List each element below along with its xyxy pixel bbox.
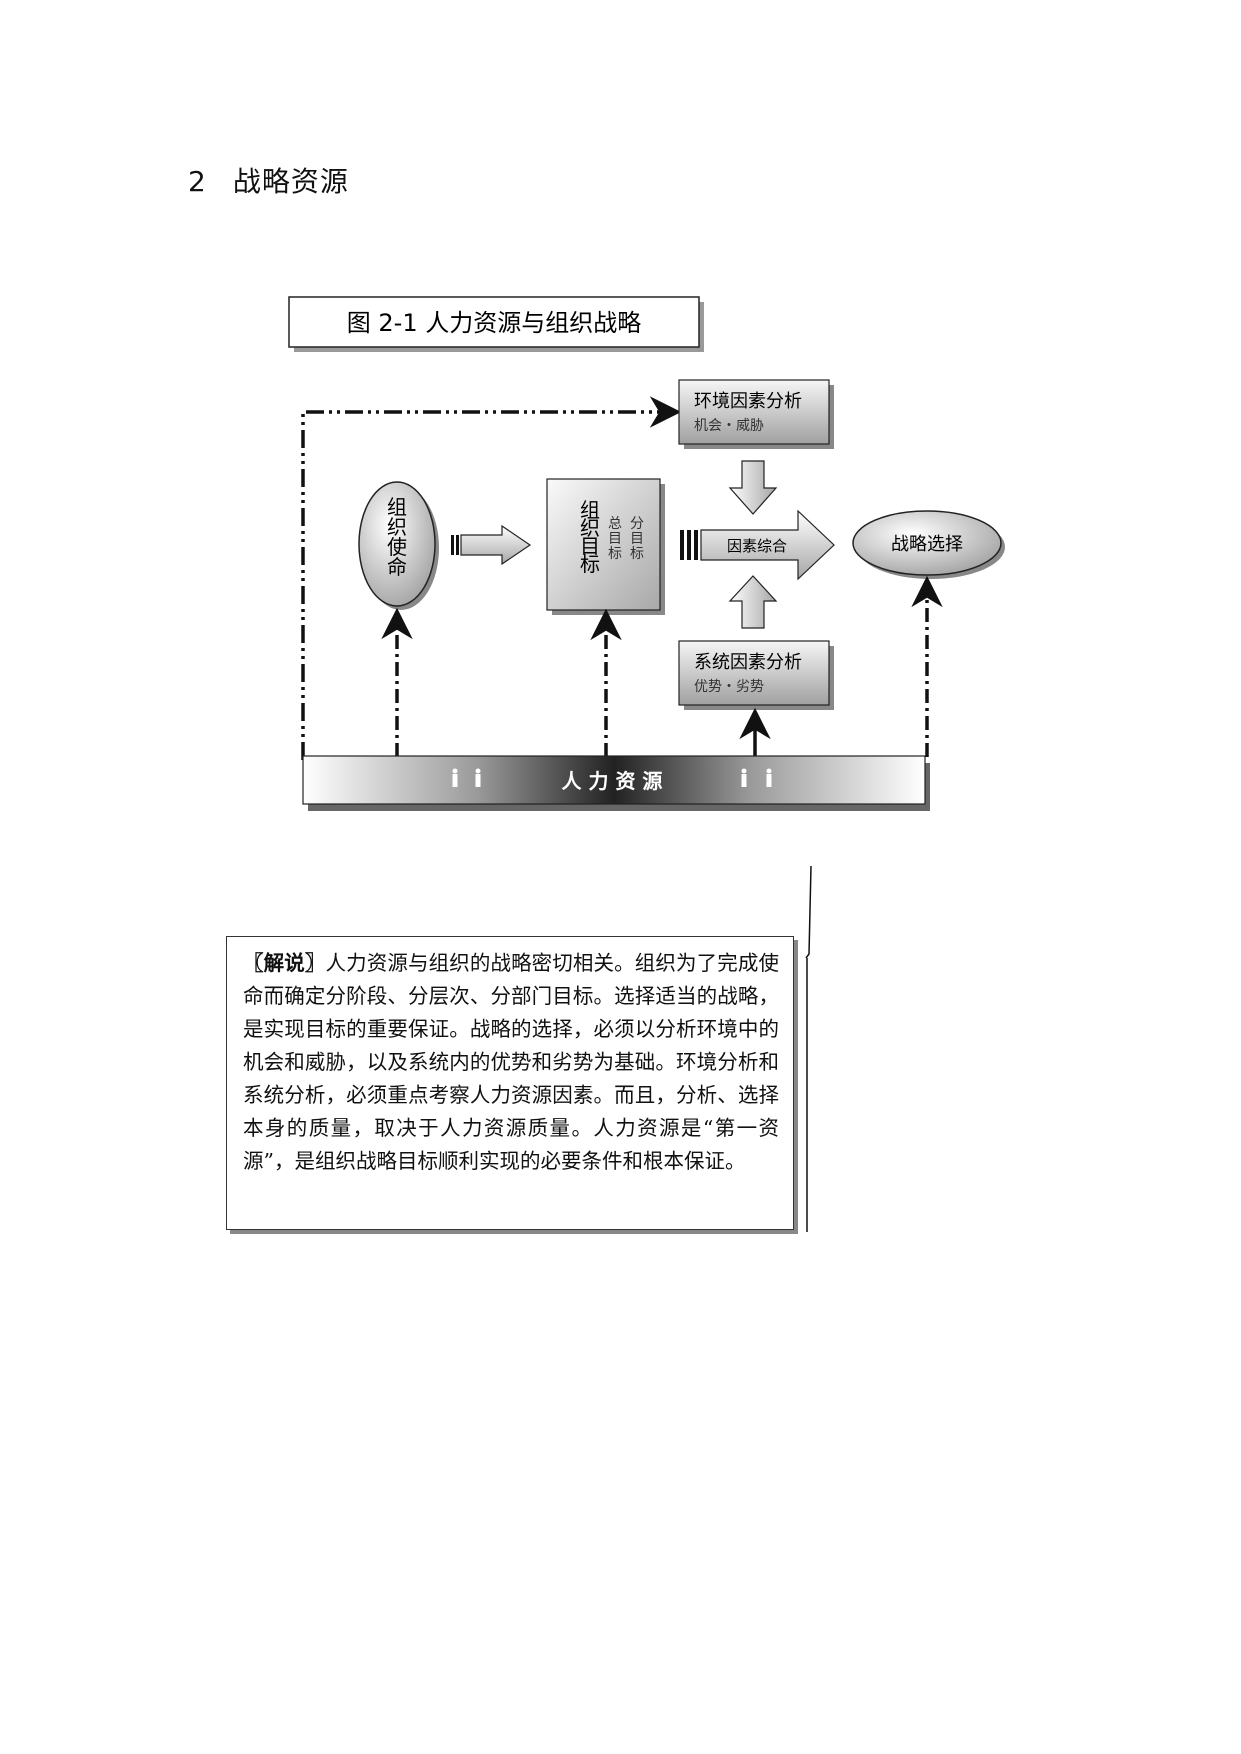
strategy-label: 战略选择 [891, 534, 963, 555]
mission-to-goal-arrow [451, 524, 532, 566]
person-icon [475, 768, 481, 787]
mission-label: 组织使命 [387, 495, 407, 579]
env-analysis-box: 环境因素分析 机会・威胁 [678, 379, 834, 449]
note-text: 人力资源与组织的战略密切相关。组织为了完成使命而确定分阶段、分层次、分部门目标。… [243, 951, 780, 1173]
decor-line [805, 865, 812, 959]
section-title: 2 战略资源 [188, 160, 349, 200]
down-arrow [728, 460, 778, 515]
explanation-note: 〖解说〗人力资源与组织的战略密切相关。组织为了完成使命而确定分阶段、分层次、分部… [226, 936, 794, 1230]
note-lead: 〖解说〗 [243, 951, 326, 975]
hr-bar: 人 力 资 源 [302, 755, 930, 811]
person-icon [766, 768, 772, 787]
env-title: 环境因素分析 [694, 391, 802, 412]
section-number: 2 [188, 165, 207, 198]
figure-caption-text: 图 2-1 人力资源与组织战略 [347, 309, 641, 337]
env-sub: 机会・威胁 [694, 418, 764, 434]
sys-sub: 优势・劣势 [694, 679, 764, 695]
factor-label: 因素综合 [727, 537, 787, 555]
person-icon [741, 768, 747, 787]
goal-sub-total: 总目标 [608, 516, 622, 562]
factor-synthesis-arrow: 因素综合 [680, 509, 835, 581]
mission-ellipse: 组织使命 [358, 481, 439, 610]
person-icon [452, 768, 458, 787]
section-heading: 战略资源 [232, 165, 349, 198]
goal-box: 组织目标 总目标 分目标 [546, 478, 665, 615]
hr-label: 人 力 资 源 [562, 769, 663, 793]
sys-title: 系统因素分析 [694, 652, 802, 673]
strategy-ellipse: 战略选择 [852, 510, 1005, 579]
person-icon-group [452, 768, 772, 787]
goal-label: 组织目标 [580, 498, 600, 576]
up-arrow [728, 575, 778, 629]
feedback-loop-line [301, 396, 682, 760]
figure-caption: 图 2-1 人力资源与组织战略 [288, 296, 704, 352]
goal-sub-parts: 分目标 [630, 516, 644, 562]
sys-analysis-box: 系统因素分析 优势・劣势 [678, 640, 834, 710]
